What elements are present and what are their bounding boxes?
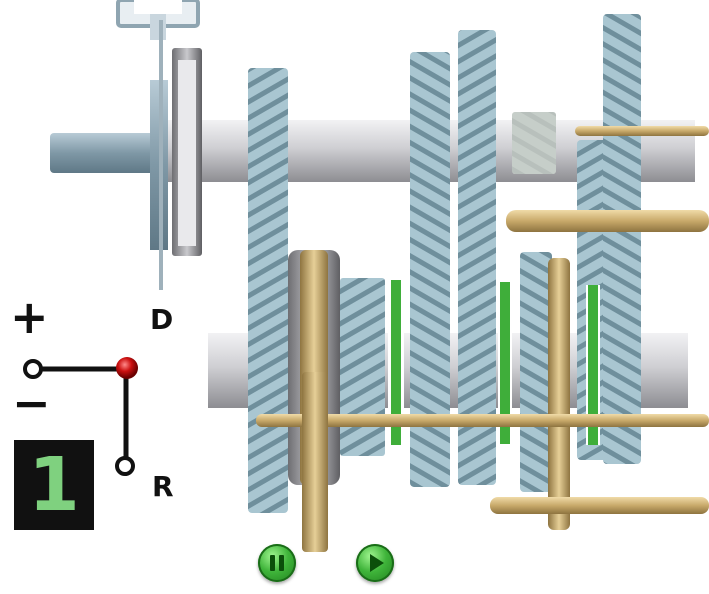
synchro-rings <box>388 280 600 445</box>
upshift-label: + <box>10 290 49 344</box>
reverse-label: R <box>152 470 174 503</box>
drive-label: D <box>150 303 174 336</box>
downshift-label: − <box>12 376 51 430</box>
gear-third <box>458 30 496 485</box>
small-idler-gear <box>512 112 556 174</box>
gear-second <box>410 52 450 487</box>
shift-linkage <box>23 359 135 476</box>
synchro-sleeve-right <box>548 258 570 530</box>
pause-icon <box>268 555 286 571</box>
play-icon <box>370 554 384 572</box>
top-bracket <box>116 0 200 40</box>
gear-second-lower <box>340 278 385 456</box>
pause-button[interactable] <box>258 544 296 582</box>
gear-indicator: 1 <box>14 440 94 530</box>
gear-reverse <box>603 14 641 464</box>
play-button[interactable] <box>356 544 394 582</box>
selector-rods <box>256 126 709 552</box>
gear-fourth <box>520 252 552 492</box>
clutch-disc <box>150 20 202 290</box>
gear-first <box>248 68 288 513</box>
shift-knob[interactable] <box>116 357 138 379</box>
current-gear-number: 1 <box>28 442 80 528</box>
